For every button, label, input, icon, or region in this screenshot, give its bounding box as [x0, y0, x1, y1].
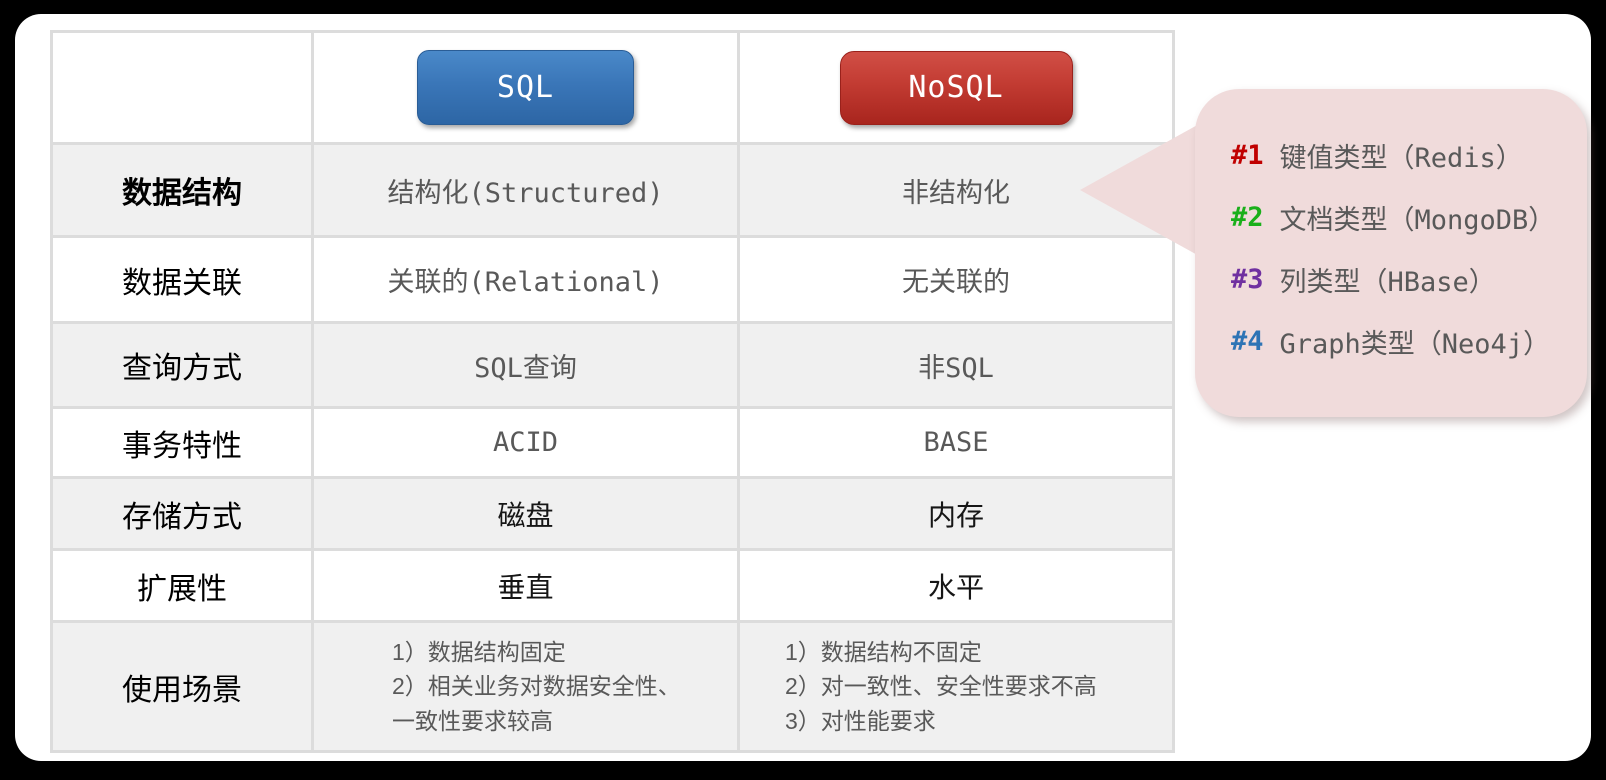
- row-label: 数据关联: [50, 235, 314, 324]
- item-number: #4: [1231, 326, 1264, 357]
- table-row: 数据关联 关联的(Relational) 无关联的: [50, 235, 1175, 324]
- header-row: SQL NoSQL: [50, 30, 1175, 145]
- list-item: #2 文档类型（MongoDB）: [1231, 199, 1587, 236]
- item-label: 文档类型（MongoDB）: [1279, 205, 1556, 236]
- sql-value: 垂直: [311, 548, 740, 623]
- nosql-value: 非结构化: [737, 142, 1175, 238]
- nosql-value: 内存: [737, 476, 1175, 551]
- list-item: #1 键值类型（Redis）: [1231, 137, 1587, 174]
- row-label: 存储方式: [50, 476, 314, 551]
- sql-value: 结构化(Structured): [311, 142, 740, 238]
- table-row: 数据结构 结构化(Structured) 非结构化: [50, 142, 1175, 238]
- item-number: #3: [1231, 264, 1264, 295]
- table-row: 事务特性 ACID BASE: [50, 406, 1175, 479]
- nosql-value: BASE: [737, 406, 1175, 479]
- row-label: 扩展性: [50, 548, 314, 623]
- sql-pill: SQL: [417, 50, 634, 125]
- sql-header-cell: SQL: [311, 30, 740, 145]
- sql-value: 1）数据结构固定 2）相关业务对数据安全性、 一致性要求较高: [311, 620, 740, 753]
- list-item: #4 Graph类型（Neo4j）: [1231, 323, 1587, 360]
- row-label: 数据结构: [50, 142, 314, 238]
- nosql-value: 非SQL: [737, 321, 1175, 409]
- item-label: 键值类型（Redis）: [1279, 143, 1523, 174]
- sql-value: SQL查询: [311, 321, 740, 409]
- nosql-value: 1）数据结构不固定 2）对一致性、安全性要求不高 3）对性能要求: [737, 620, 1175, 753]
- row-label: 查询方式: [50, 321, 314, 409]
- sql-vs-nosql-table: SQL NoSQL 数据结构 结构化(Structured) 非结构化 数据关联…: [50, 30, 1175, 753]
- item-number: #1: [1231, 140, 1264, 171]
- content-panel: SQL NoSQL 数据结构 结构化(Structured) 非结构化 数据关联…: [15, 14, 1591, 761]
- callout-tail: [1080, 118, 1210, 262]
- table-row: 存储方式 磁盘 内存: [50, 476, 1175, 551]
- nosql-pill: NoSQL: [839, 50, 1073, 125]
- item-number: #2: [1231, 202, 1264, 233]
- corner-cell: [50, 30, 314, 145]
- nosql-header-cell: NoSQL: [737, 30, 1175, 145]
- item-label: Graph类型（Neo4j）: [1279, 329, 1551, 360]
- row-label: 使用场景: [50, 620, 314, 753]
- table-row: 扩展性 垂直 水平: [50, 548, 1175, 623]
- list-item: #3 列类型（HBase）: [1231, 261, 1587, 298]
- nosql-types-callout: #1 键值类型（Redis） #2 文档类型（MongoDB） #3 列类型（H…: [1195, 89, 1587, 417]
- sql-value: 关联的(Relational): [311, 235, 740, 324]
- item-label: 列类型（HBase）: [1279, 267, 1496, 298]
- sql-value: ACID: [311, 406, 740, 479]
- row-label: 事务特性: [50, 406, 314, 479]
- table-row: 使用场景 1）数据结构固定 2）相关业务对数据安全性、 一致性要求较高 1）数据…: [50, 620, 1175, 753]
- nosql-value: 水平: [737, 548, 1175, 623]
- table-row: 查询方式 SQL查询 非SQL: [50, 321, 1175, 409]
- nosql-value: 无关联的: [737, 235, 1175, 324]
- sql-value: 磁盘: [311, 476, 740, 551]
